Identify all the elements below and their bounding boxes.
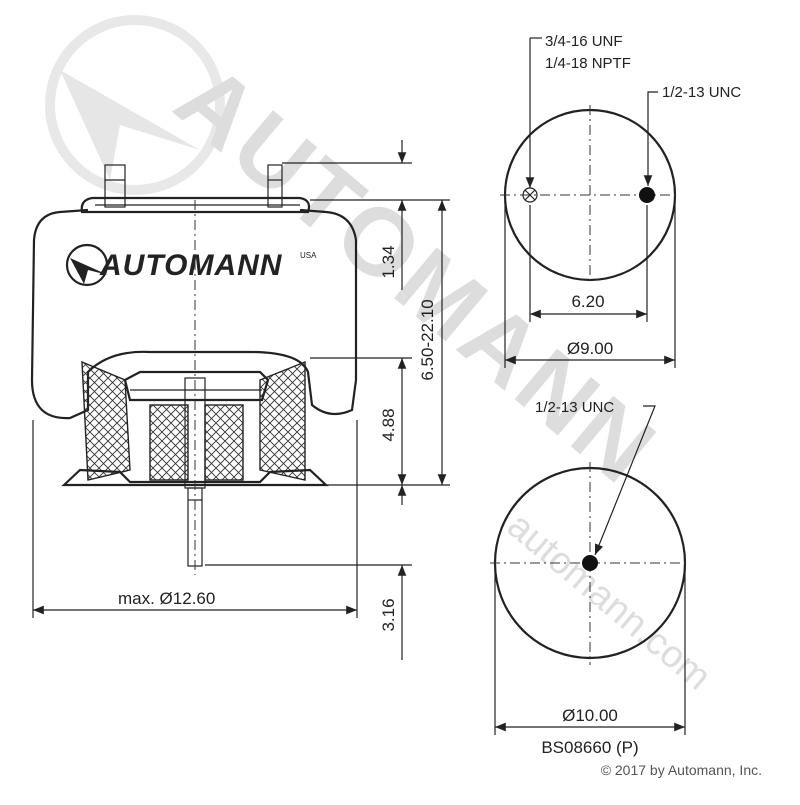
copyright-text: © 2017 by Automann, Inc. [601, 762, 762, 778]
logo-suffix: USA [300, 251, 317, 260]
top-bead-plate [80, 196, 311, 214]
watermark-logo-circle [45, 15, 225, 195]
automann-logo: AUTOMANN USA [65, 243, 317, 287]
piston-center-left [149, 404, 189, 481]
top-view: 3/4-16 UNF 1/4-18 NPTF 1/2-13 UNC 6.20 Ø… [500, 33, 741, 368]
piston-left-rubber [81, 360, 131, 481]
side-view: AUTOMANN USA [30, 164, 358, 575]
thread-bottom-label: 1/2-13 UNC [535, 399, 614, 416]
top-stud-right [267, 164, 283, 208]
air-fitting-hole [522, 187, 538, 203]
bellows-body [30, 208, 358, 420]
watermark-url-text: automann.com [499, 505, 719, 699]
logo-swoosh [70, 258, 108, 284]
dim-height-range: 6.50-22.10 [418, 299, 437, 380]
logo-text: AUTOMANN [99, 249, 283, 282]
dim-max-diameter: max. Ø12.60 [118, 589, 215, 608]
thread-secondary-label: 1/4-18 NPTF [545, 55, 631, 72]
stud-hole [639, 187, 655, 203]
dim-top-diameter: Ø9.00 [567, 339, 613, 358]
dim-top-height: 1.34 [379, 245, 398, 278]
dim-bolt-spacing: 6.20 [571, 292, 604, 311]
top-stud-left [104, 164, 126, 208]
bottom-view: 1/2-13 UNC Ø10.00 [490, 399, 690, 735]
thread-primary-label: 3/4-16 UNF [545, 33, 623, 50]
part-number: BS08660 (P) [541, 738, 638, 757]
piston-cup [123, 370, 270, 402]
thread-top-right-label: 1/2-13 UNC [662, 84, 741, 101]
side-view-dimensions: 1.34 6.50-22.10 4.88 3.16 max. Ø12.60 [32, 140, 450, 660]
dim-stud-length: 3.16 [379, 598, 398, 631]
watermark-logo-swoosh [60, 70, 200, 180]
piston-center-right [204, 404, 244, 481]
dim-bottom-diameter: Ø10.00 [562, 706, 618, 725]
center-stud-hole [582, 555, 598, 571]
piston-base [61, 468, 329, 487]
piston-right-rubber [259, 360, 306, 481]
logo-circle [65, 243, 109, 287]
dim-piston-height: 4.88 [379, 408, 398, 441]
